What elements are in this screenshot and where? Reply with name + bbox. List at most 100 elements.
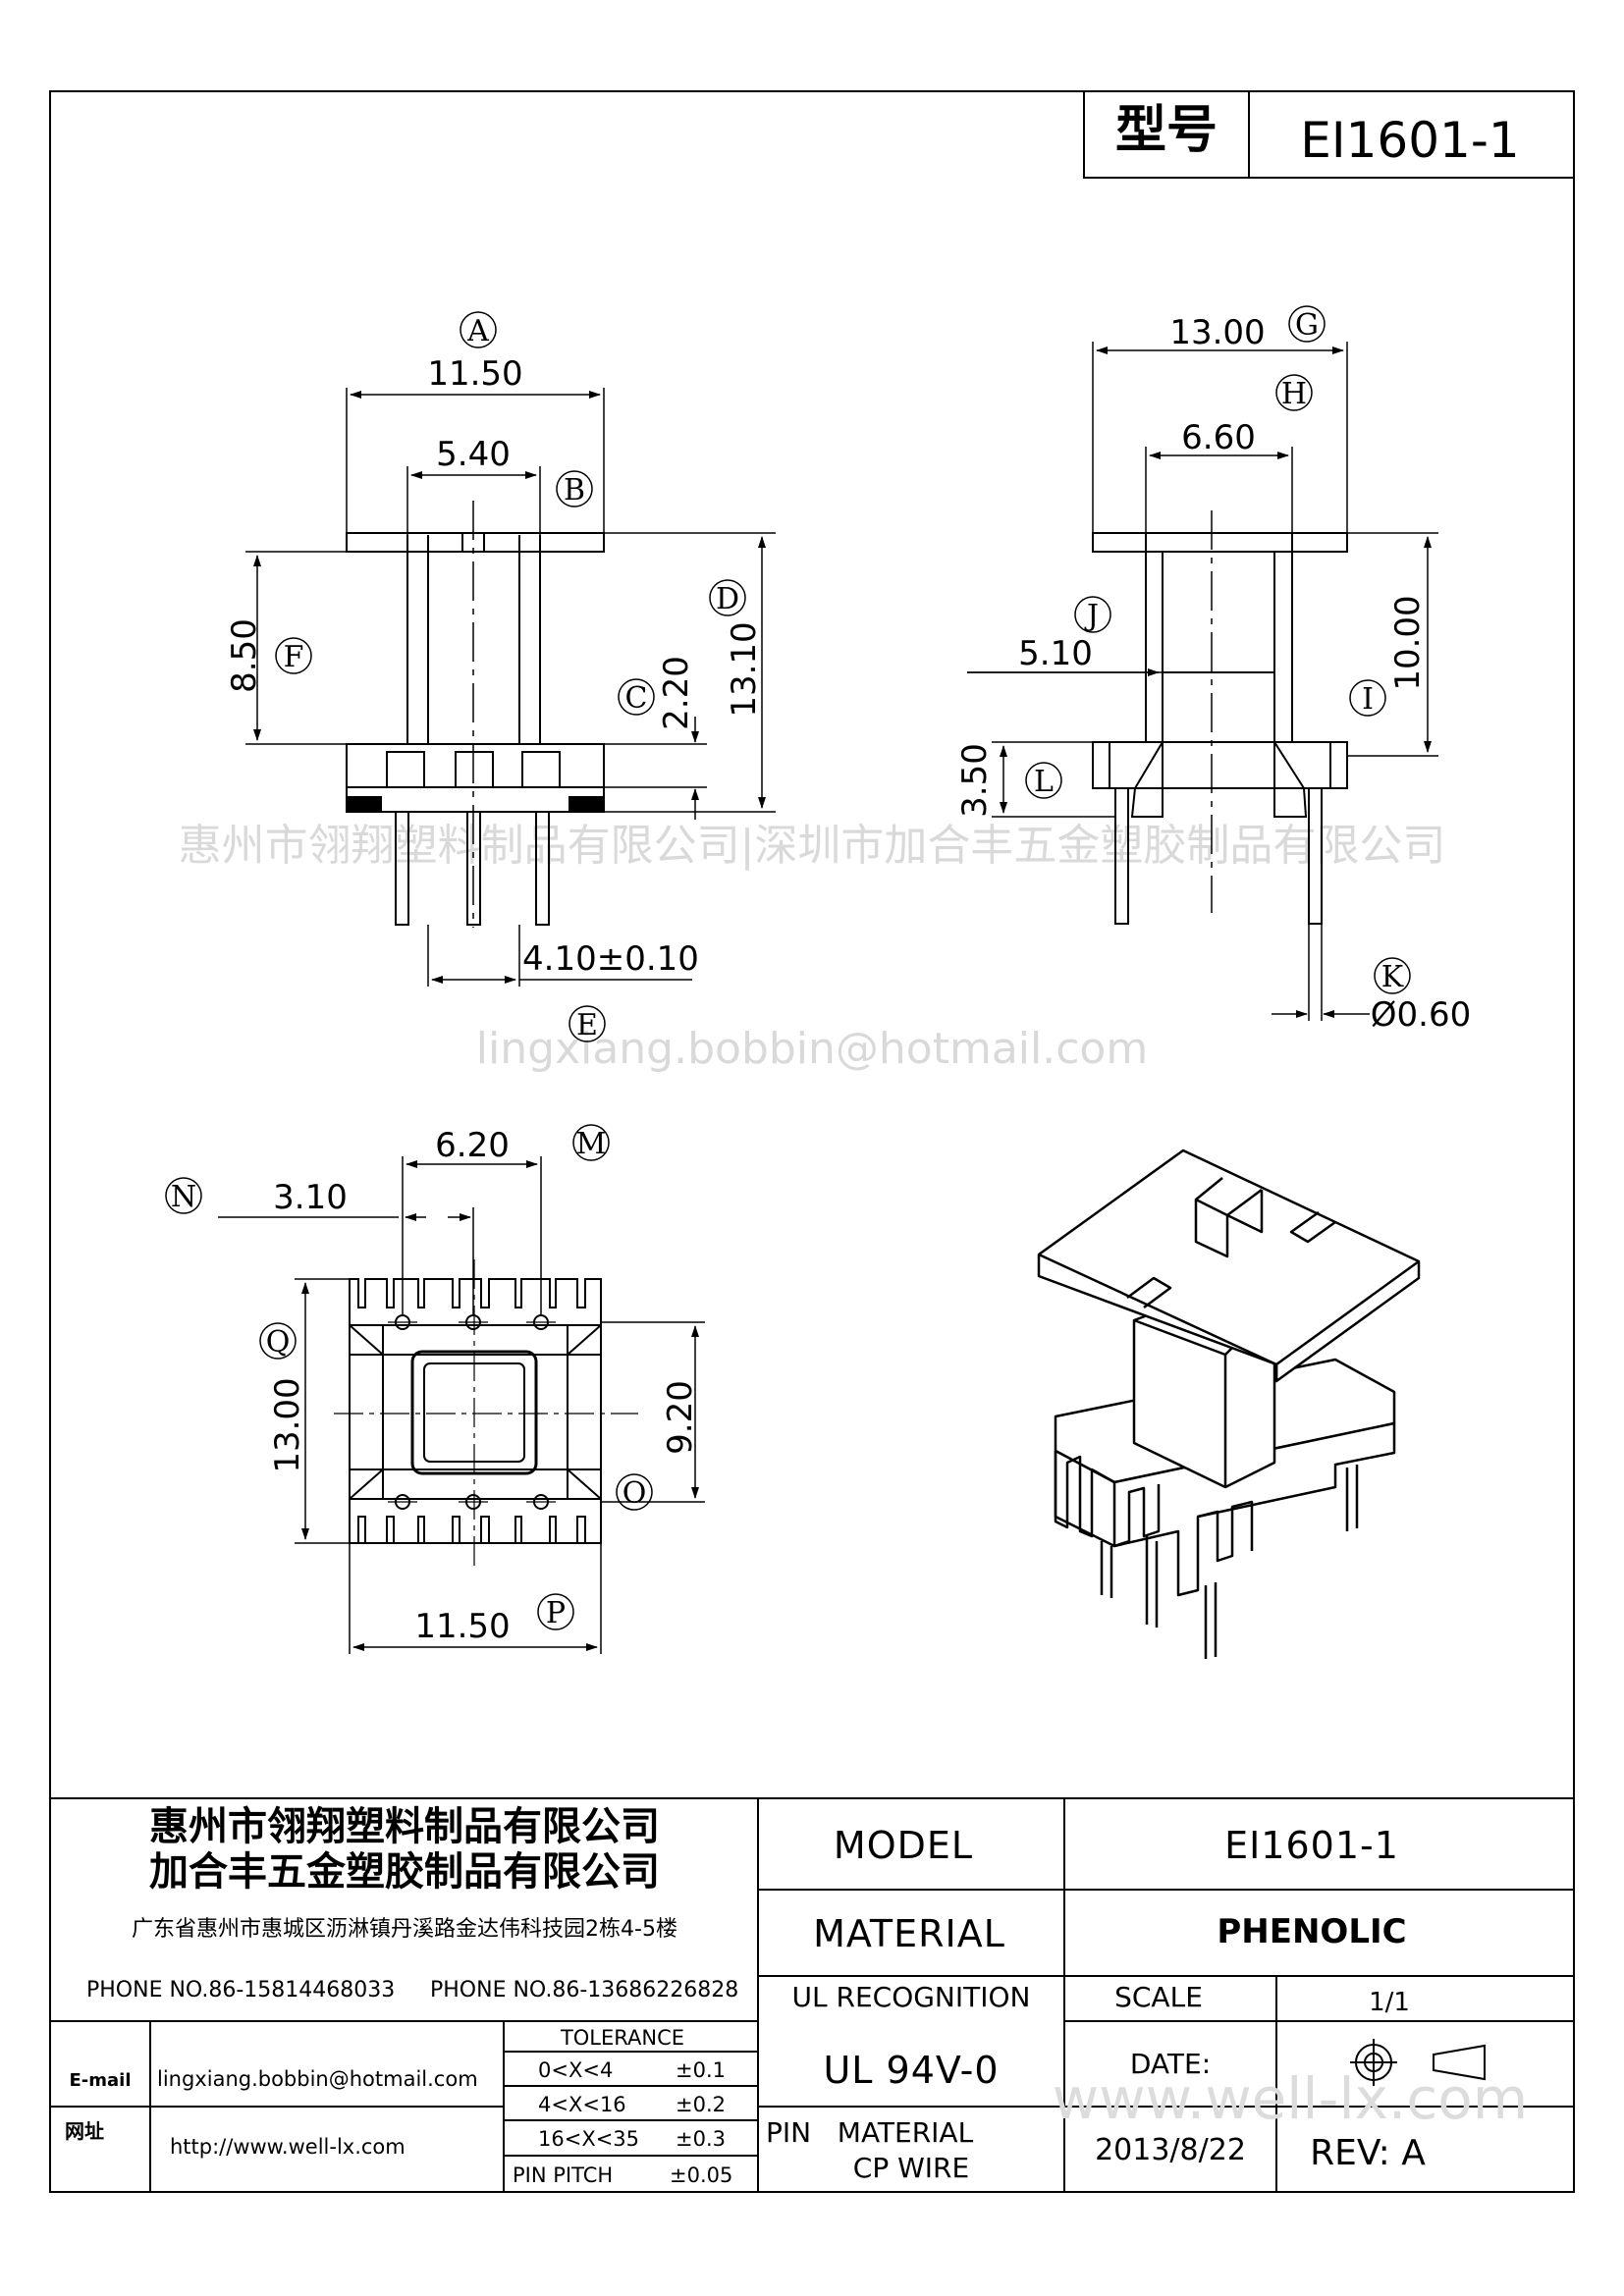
dim-o-value: 9.20 — [661, 1380, 700, 1455]
dim-m-value: 6.20 — [435, 1126, 510, 1165]
dim-l-value: 3.50 — [955, 743, 995, 818]
web-label: 网址 — [65, 2119, 104, 2143]
watermark-email: lingxiang.bobbin@hotmail.com — [476, 1024, 1148, 1074]
dim-j-value: 5.10 — [1018, 634, 1093, 673]
revision: REV: A — [1310, 2133, 1426, 2173]
tolerance-range: 16<X<35 — [538, 2127, 639, 2151]
date-label: DATE: — [1130, 2048, 1211, 2080]
side-view-dims — [967, 342, 1438, 1021]
tolerance-header: TOLERANCE — [560, 2026, 684, 2050]
tag-n: N — [165, 1177, 202, 1214]
tag-o: O — [616, 1473, 653, 1511]
header-model-box: 型号 EI1601-1 — [1083, 90, 1575, 179]
svg-text:I: I — [1362, 682, 1374, 717]
company-name-1: 惠州市翎翔塑料制品有限公司 — [149, 1804, 660, 1849]
front-view-dims — [245, 388, 776, 987]
phone-2: PHONE NO.86-13686226828 — [430, 1978, 738, 2002]
pin-material-value: CP WIRE — [853, 2152, 969, 2184]
dim-e-value: 4.10±0.10 — [522, 939, 699, 979]
tag-g: G — [1288, 305, 1326, 343]
svg-text:P: P — [546, 1596, 566, 1630]
dim-q-value: 13.00 — [268, 1377, 307, 1472]
svg-text:E: E — [576, 1008, 598, 1042]
header-model-value: EI1601-1 — [1300, 112, 1519, 169]
tag-c: C — [618, 678, 655, 716]
company-name-2: 加合丰五金塑胶制品有限公司 — [149, 1849, 660, 1895]
email-value: lingxiang.bobbin@hotmail.com — [157, 2067, 478, 2091]
tag-m: M — [572, 1124, 610, 1161]
tolerance-value: ±0.1 — [676, 2058, 726, 2082]
dim-f-value: 8.50 — [225, 618, 264, 693]
dim-a-value: 11.50 — [427, 354, 522, 394]
email-label: E-mail — [69, 2070, 131, 2091]
front-view — [346, 501, 605, 928]
tag-f: F — [275, 637, 312, 674]
dim-p-value: 11.50 — [414, 1607, 510, 1646]
svg-text:L: L — [1034, 765, 1054, 799]
pin-material-label: PIN MATERIAL — [766, 2116, 974, 2149]
tag-e: E — [568, 1005, 606, 1042]
material-value: PHENOLIC — [1217, 1912, 1406, 1951]
material-label: MATERIAL — [813, 1912, 1005, 1955]
watermark-web: www.well-lx.com — [1053, 2065, 1528, 2132]
svg-text:D: D — [716, 582, 739, 616]
svg-text:G: G — [1295, 308, 1319, 343]
tag-q: Q — [259, 1322, 297, 1360]
svg-text:B: B — [564, 473, 585, 507]
svg-text:A: A — [466, 314, 489, 348]
svg-text:K: K — [1381, 960, 1404, 994]
scale-value: 1/1 — [1369, 1988, 1410, 2017]
projection-symbol — [1350, 2039, 1486, 2086]
dim-n-value: 3.10 — [273, 1178, 348, 1217]
svg-text:F: F — [284, 640, 304, 674]
tag-k: K — [1374, 957, 1411, 994]
model-value: EI1601-1 — [1224, 1824, 1399, 1867]
company-address: 广东省惠州市惠城区沥淋镇丹溪路金达伟科技园2栋4-5楼 — [132, 1917, 677, 1942]
tag-b: B — [556, 470, 593, 507]
svg-text:O: O — [623, 1476, 647, 1511]
bottom-view-centerlines — [334, 1259, 638, 1569]
tag-i: I — [1349, 679, 1386, 717]
tolerance-value: ±0.2 — [676, 2093, 726, 2116]
scale-label: SCALE — [1114, 1981, 1203, 2013]
tag-l: L — [1025, 762, 1062, 799]
bottom-view — [349, 1278, 602, 1544]
tolerance-range: PIN PITCH — [513, 2163, 613, 2187]
bottom-view-dims — [218, 1156, 705, 1654]
ul-value: UL 94V-0 — [823, 2049, 999, 2092]
dim-k-value: Ø0.60 — [1371, 995, 1471, 1035]
svg-text:H: H — [1281, 377, 1307, 411]
dim-i-value: 10.00 — [1388, 595, 1428, 690]
title-block-lines — [50, 1797, 1574, 2192]
dim-h-value: 6.60 — [1181, 418, 1256, 457]
phone-1: PHONE NO.86-15814468033 — [86, 1978, 395, 2002]
model-label: MODEL — [834, 1824, 973, 1867]
svg-text:C: C — [625, 681, 648, 716]
dim-g-value: 13.00 — [1169, 313, 1265, 352]
svg-text:M: M — [576, 1127, 607, 1161]
tolerance-value: ±0.05 — [670, 2163, 732, 2187]
dim-d-value: 13.10 — [725, 621, 764, 717]
web-value: http://www.well-lx.com — [170, 2135, 406, 2159]
date-value: 2013/8/22 — [1095, 2133, 1246, 2167]
isometric-view — [1037, 1148, 1421, 1659]
tag-j: J — [1074, 596, 1111, 633]
tolerance-rows: 0<X<4 ±0.1 4<X<16 ±0.2 16<X<35 ±0.3 PIN … — [513, 2058, 732, 2187]
tolerance-range: 0<X<4 — [538, 2058, 613, 2082]
watermark-company: 惠州市翎翔塑料制品有限公司|深圳市加合丰五金塑胶制品有限公司 — [179, 821, 1446, 871]
svg-text:Q: Q — [266, 1325, 291, 1360]
sheet-border — [49, 90, 1575, 2193]
tolerance-value: ±0.3 — [676, 2127, 726, 2151]
svg-text:J: J — [1084, 599, 1099, 633]
svg-text:N: N — [171, 1180, 196, 1214]
tag-h: H — [1275, 374, 1313, 411]
tag-a: A — [460, 311, 497, 348]
dim-b-value: 5.40 — [436, 435, 511, 474]
ul-recognition-label: UL RECOGNITION — [792, 1981, 1031, 2013]
header-model-label: 型号 — [1115, 101, 1218, 160]
tag-p: P — [537, 1593, 574, 1630]
tolerance-range: 4<X<16 — [538, 2093, 626, 2116]
tag-d: D — [709, 579, 746, 616]
dim-c-value: 2.20 — [657, 656, 696, 730]
